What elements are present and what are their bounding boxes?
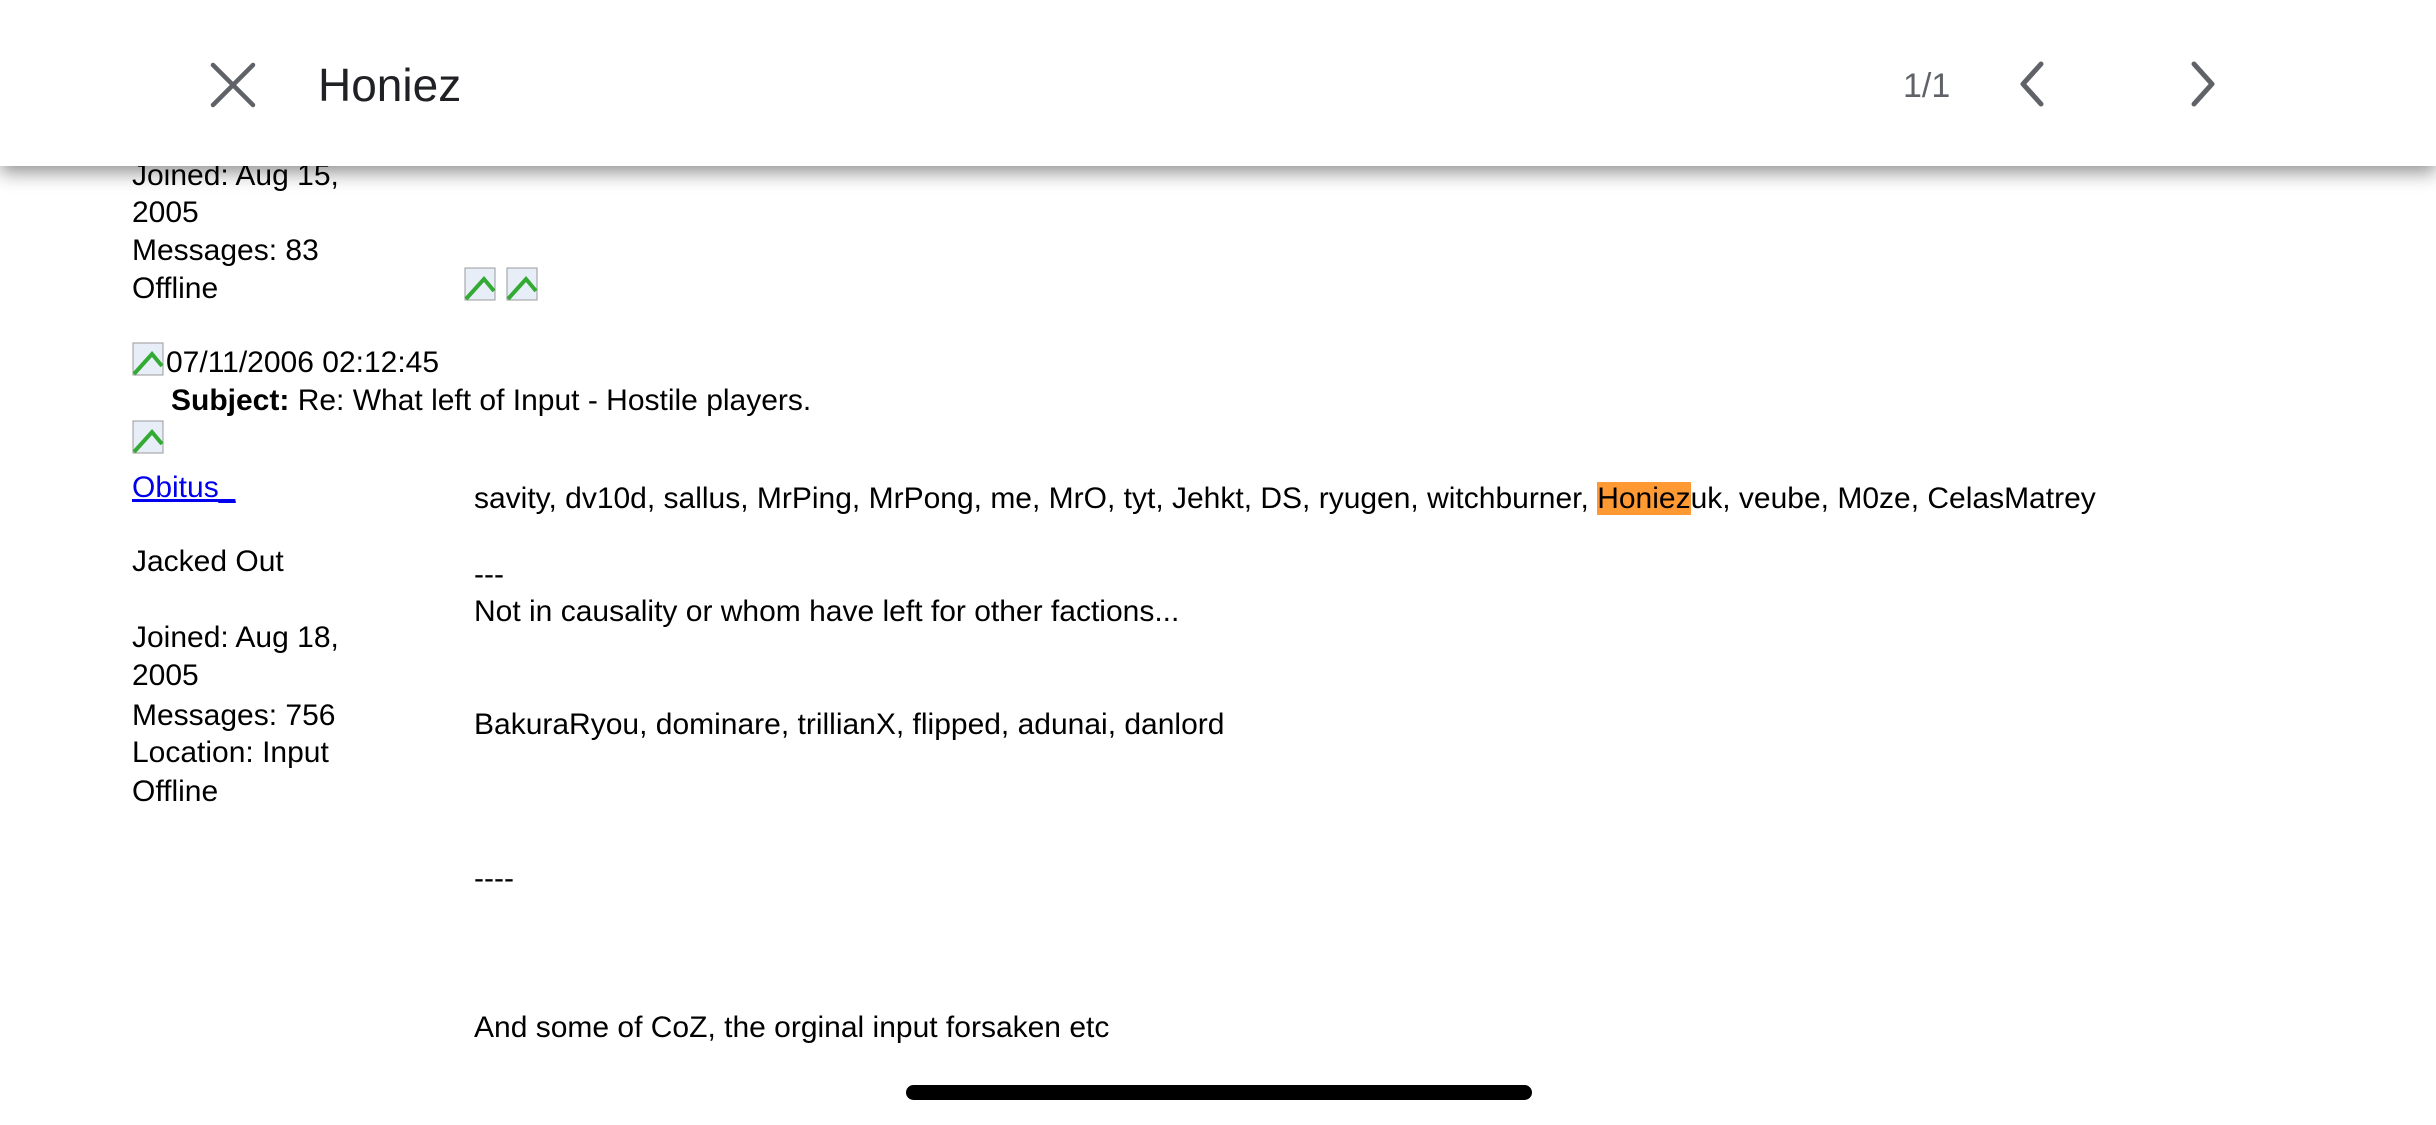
find-in-page-bar: Honiez 1/1 [0, 0, 2436, 166]
broken-image-icon [132, 342, 164, 376]
body-text: uk, veube, M0ze, CelasMatrey [1690, 482, 2096, 515]
profile-status: Offline [132, 272, 219, 305]
author-rank: Jacked Out [132, 545, 284, 578]
broken-image-icon [132, 420, 164, 454]
subject-text: Re: What left of Input - Hostile players… [297, 384, 812, 417]
separator-text: --- [474, 558, 504, 591]
separator-text: ---- [474, 862, 514, 895]
author-joined: Joined: Aug 18, [132, 621, 339, 654]
post-subject: Subject: Re: What left of Input - Hostil… [171, 382, 811, 420]
post-body-line: And some of CoZ, the orginal input forsa… [474, 1011, 1110, 1044]
post-body-line: savity, dv10d, sallus, MrPing, MrPong, m… [474, 480, 2292, 518]
post-body-line: BakuraRyou, dominare, trillianX, flipped… [474, 708, 1225, 741]
home-indicator[interactable] [906, 1085, 1532, 1100]
find-query-input[interactable]: Honiez [318, 59, 462, 111]
chevron-right-icon[interactable] [2182, 60, 2222, 108]
post-timestamp: 07/11/2006 02:12:45 [166, 346, 440, 379]
chevron-left-icon[interactable] [2013, 60, 2053, 108]
author-joined-year: 2005 [132, 659, 199, 692]
close-icon[interactable] [210, 62, 256, 108]
post-body-line: Not in causality or whom have left for o… [474, 595, 1180, 628]
subject-label: Subject: [171, 384, 290, 417]
body-text: savity, dv10d, sallus, MrPing, MrPong, m… [474, 482, 1598, 515]
author-location: Location: Input [132, 736, 329, 769]
profile-messages: Messages: 83 [132, 234, 319, 267]
author-status: Offline [132, 775, 219, 808]
search-match-highlight: Honiez [1597, 482, 1691, 515]
author-messages: Messages: 756 [132, 699, 336, 732]
profile-joined-year: 2005 [132, 196, 199, 229]
match-count: 1/1 [1903, 67, 1951, 105]
broken-image-icon [506, 267, 538, 301]
broken-image-icon [464, 267, 496, 301]
author-link[interactable]: Obitus_ [132, 471, 236, 504]
